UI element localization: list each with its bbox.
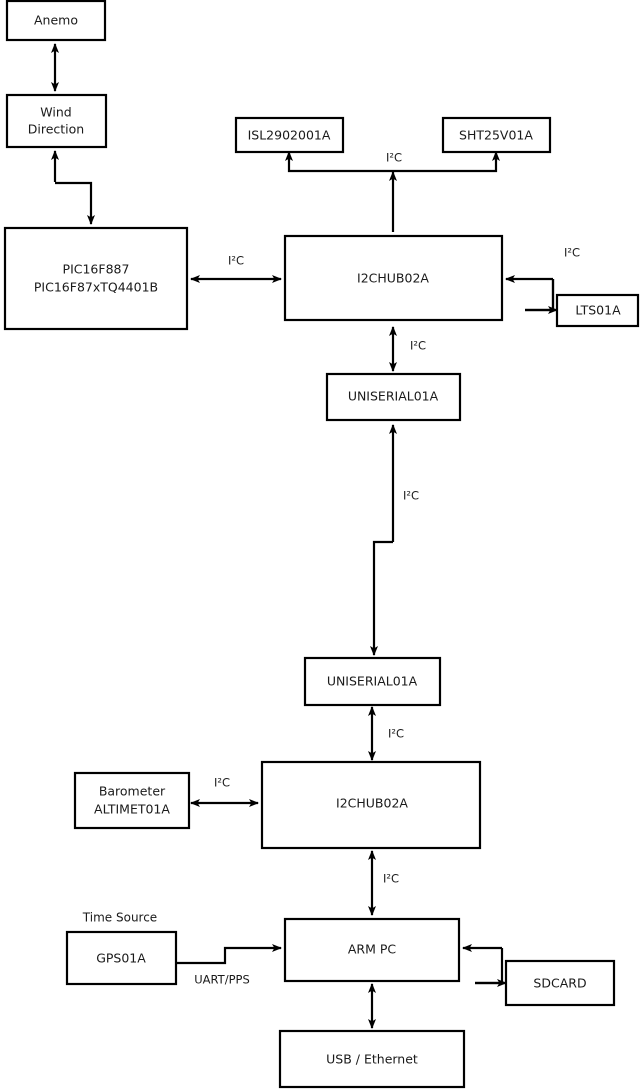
edge-label-uart-pps: UART/PPS <box>194 973 250 987</box>
node-gps01a-label: GPS01A <box>96 951 146 966</box>
edge-label-i2c-hub-lts: I²C <box>564 246 580 260</box>
edge-lts-jog <box>525 279 555 312</box>
node-uniserial01a-top[interactable]: UNISERIAL01A <box>325 372 462 422</box>
edge-label-i2c-baro-hub: I²C <box>214 776 230 790</box>
node-sdcard-box[interactable] <box>504 959 616 1007</box>
node-usb-ethernet-box[interactable] <box>278 1029 466 1089</box>
node-lts01a[interactable]: LTS01A <box>555 293 640 328</box>
node-barometer[interactable]: Barometer ALTIMET01A <box>73 771 191 830</box>
node-i2chub02a-top[interactable]: I2CHUB02A <box>283 234 504 322</box>
node-sdcard-label: SDCARD <box>533 976 586 991</box>
node-gps01a[interactable]: GPS01A <box>65 930 178 986</box>
node-sdcard[interactable]: SDCARD <box>504 959 616 1007</box>
edge-label-i2c-pic-hub: I²C <box>228 254 244 268</box>
node-usb-ethernet-label: USB / Ethernet <box>326 1052 418 1067</box>
node-gps01a-box[interactable] <box>65 930 178 986</box>
node-barometer-box[interactable] <box>73 771 191 830</box>
node-i2chub02a-bottom-box[interactable] <box>260 760 482 850</box>
node-arm-pc-box[interactable] <box>283 917 461 983</box>
edge-label-i2c-hub-uniserial: I²C <box>410 339 426 353</box>
node-wind-direction-box[interactable] <box>5 93 108 149</box>
node-barometer-label-line2: ALTIMET01A <box>94 802 170 817</box>
node-pic-label-line1: PIC16F887 <box>63 262 130 277</box>
edge-bus-sht <box>393 151 500 173</box>
node-uniserial01a-bottom-label: UNISERIAL01A <box>327 674 418 689</box>
node-anemo-box[interactable] <box>5 0 107 42</box>
node-isl2902001a-label: ISL2902001A <box>248 128 331 143</box>
edge-wind-pic <box>55 181 95 225</box>
node-anemo-label: Anemo <box>34 13 78 28</box>
node-sht25v01a-box[interactable] <box>441 116 552 154</box>
node-uniserial01a-top-box[interactable] <box>325 372 462 422</box>
node-arm-pc[interactable]: ARM PC <box>283 917 461 983</box>
edge-label-i2c-uniserial-hub-bot: I²C <box>388 727 404 741</box>
node-i2chub02a-bottom-label: I2CHUB02A <box>336 796 408 811</box>
node-arm-pc-label: ARM PC <box>348 942 397 957</box>
node-pic[interactable]: PIC16F887 PIC16F87xTQ4401B <box>3 226 189 331</box>
label-time-source: Time Source <box>82 911 157 925</box>
edge-gps-armpc <box>176 944 282 965</box>
edge-uniserial-link-down <box>370 540 393 656</box>
node-sht25v01a-label: SHT25V01A <box>459 128 533 143</box>
node-i2chub02a-top-box[interactable] <box>283 234 504 322</box>
node-i2chub02a-top-label: I2CHUB02A <box>357 271 429 286</box>
node-uniserial01a-bottom[interactable]: UNISERIAL01A <box>303 656 442 707</box>
node-lts01a-label: LTS01A <box>575 303 621 318</box>
edge-label-i2c-uniserial-link: I²C <box>403 489 419 503</box>
node-anemo[interactable]: Anemo <box>5 0 107 42</box>
node-sht25v01a[interactable]: SHT25V01A <box>441 116 552 154</box>
node-wind-direction[interactable]: Wind Direction <box>5 93 108 149</box>
node-usb-ethernet[interactable]: USB / Ethernet <box>278 1029 466 1089</box>
node-wind-direction-label-line2: Direction <box>28 122 84 137</box>
node-uniserial01a-top-label: UNISERIAL01A <box>348 389 439 404</box>
node-i2chub02a-bottom[interactable]: I2CHUB02A <box>260 760 482 850</box>
node-barometer-label-line1: Barometer <box>99 784 166 799</box>
edge-bus-isl <box>285 151 393 173</box>
node-pic-label-line2: PIC16F87xTQ4401B <box>34 280 158 295</box>
node-isl2902001a-box[interactable] <box>234 116 345 154</box>
node-wind-direction-label-line1: Wind <box>40 105 71 120</box>
node-isl2902001a[interactable]: ISL2902001A <box>234 116 345 154</box>
node-uniserial01a-bottom-box[interactable] <box>303 656 442 707</box>
node-pic-box[interactable] <box>3 226 189 331</box>
edge-label-i2c-sensors-top: I²C <box>386 151 402 165</box>
edge-label-i2c-hub-armpc: I²C <box>383 872 399 886</box>
node-lts01a-box[interactable] <box>555 293 640 328</box>
